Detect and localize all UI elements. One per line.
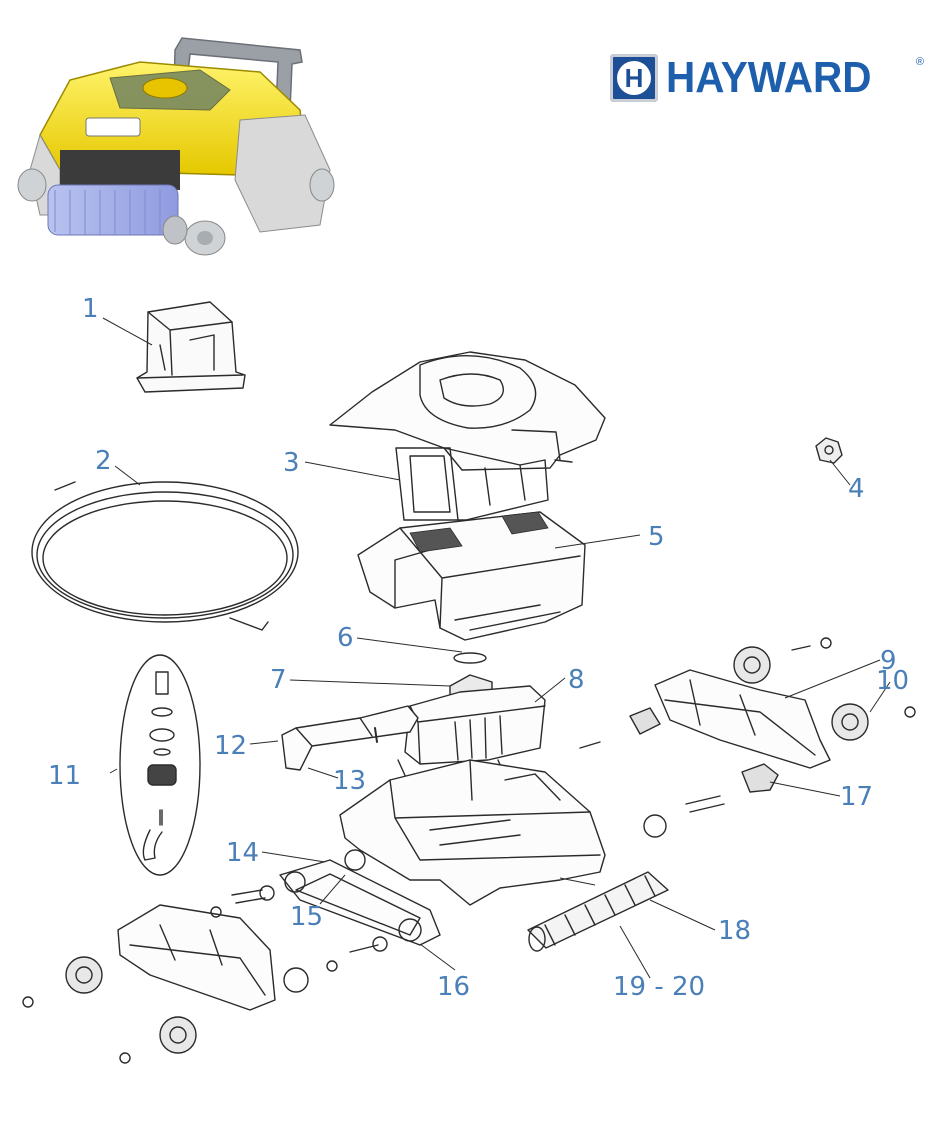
callout-1: 1	[82, 294, 99, 324]
callout-12: 12	[214, 731, 248, 761]
part-left-side-plate	[117, 904, 276, 1011]
part-left-wheels	[65, 956, 309, 1054]
callout-5: 5	[648, 522, 665, 552]
part-4-handle-clip	[815, 437, 843, 464]
part-15-16-drive-track	[279, 849, 441, 946]
part-5-filter-basket	[357, 511, 586, 641]
callout-13: 13	[333, 766, 367, 796]
part-18-19-20-brush	[527, 871, 669, 952]
part-11-swivel-detail	[119, 654, 201, 876]
part-12-handle	[281, 705, 419, 771]
part-2-floating-cable	[31, 481, 299, 631]
callout-2: 2	[95, 446, 112, 476]
hayward-wordmark: HAYWARD	[666, 53, 872, 102]
part-3-top-cover	[329, 351, 606, 521]
hayward-logo: H HAYWARD ®	[610, 52, 924, 104]
part-10-wheel	[831, 703, 916, 741]
callout-11: 11	[48, 761, 82, 791]
part-6-impeller-seal	[453, 652, 487, 664]
callout-4: 4	[848, 474, 865, 504]
part-small-hardware	[22, 637, 832, 1064]
callout-6: 6	[337, 623, 354, 653]
callout-16: 16	[437, 972, 471, 1002]
registered-mark: ®	[915, 56, 924, 68]
part-1-swivel-housing	[136, 301, 246, 393]
callout-17: 17	[840, 782, 874, 812]
product-photo-robot	[17, 37, 335, 256]
part-9-wheel	[733, 646, 771, 684]
part-8-motor-block	[397, 685, 546, 783]
callout-3: 3	[283, 448, 300, 478]
callout-15: 15	[290, 902, 324, 932]
callout-18: 18	[718, 916, 752, 946]
part-chassis	[339, 759, 606, 906]
callout-19-20: 19 - 20	[613, 972, 706, 1002]
leader-lines	[102, 317, 891, 979]
part-9-right-side-plate	[654, 669, 831, 769]
hayward-logo-mark: H	[610, 54, 658, 102]
callout-9: 9	[880, 646, 897, 676]
part-17-drive-gear	[629, 707, 779, 838]
callout-7: 7	[270, 665, 287, 695]
callout-10: 10	[876, 666, 910, 696]
callout-14: 14	[226, 838, 260, 868]
callout-8: 8	[568, 665, 585, 695]
